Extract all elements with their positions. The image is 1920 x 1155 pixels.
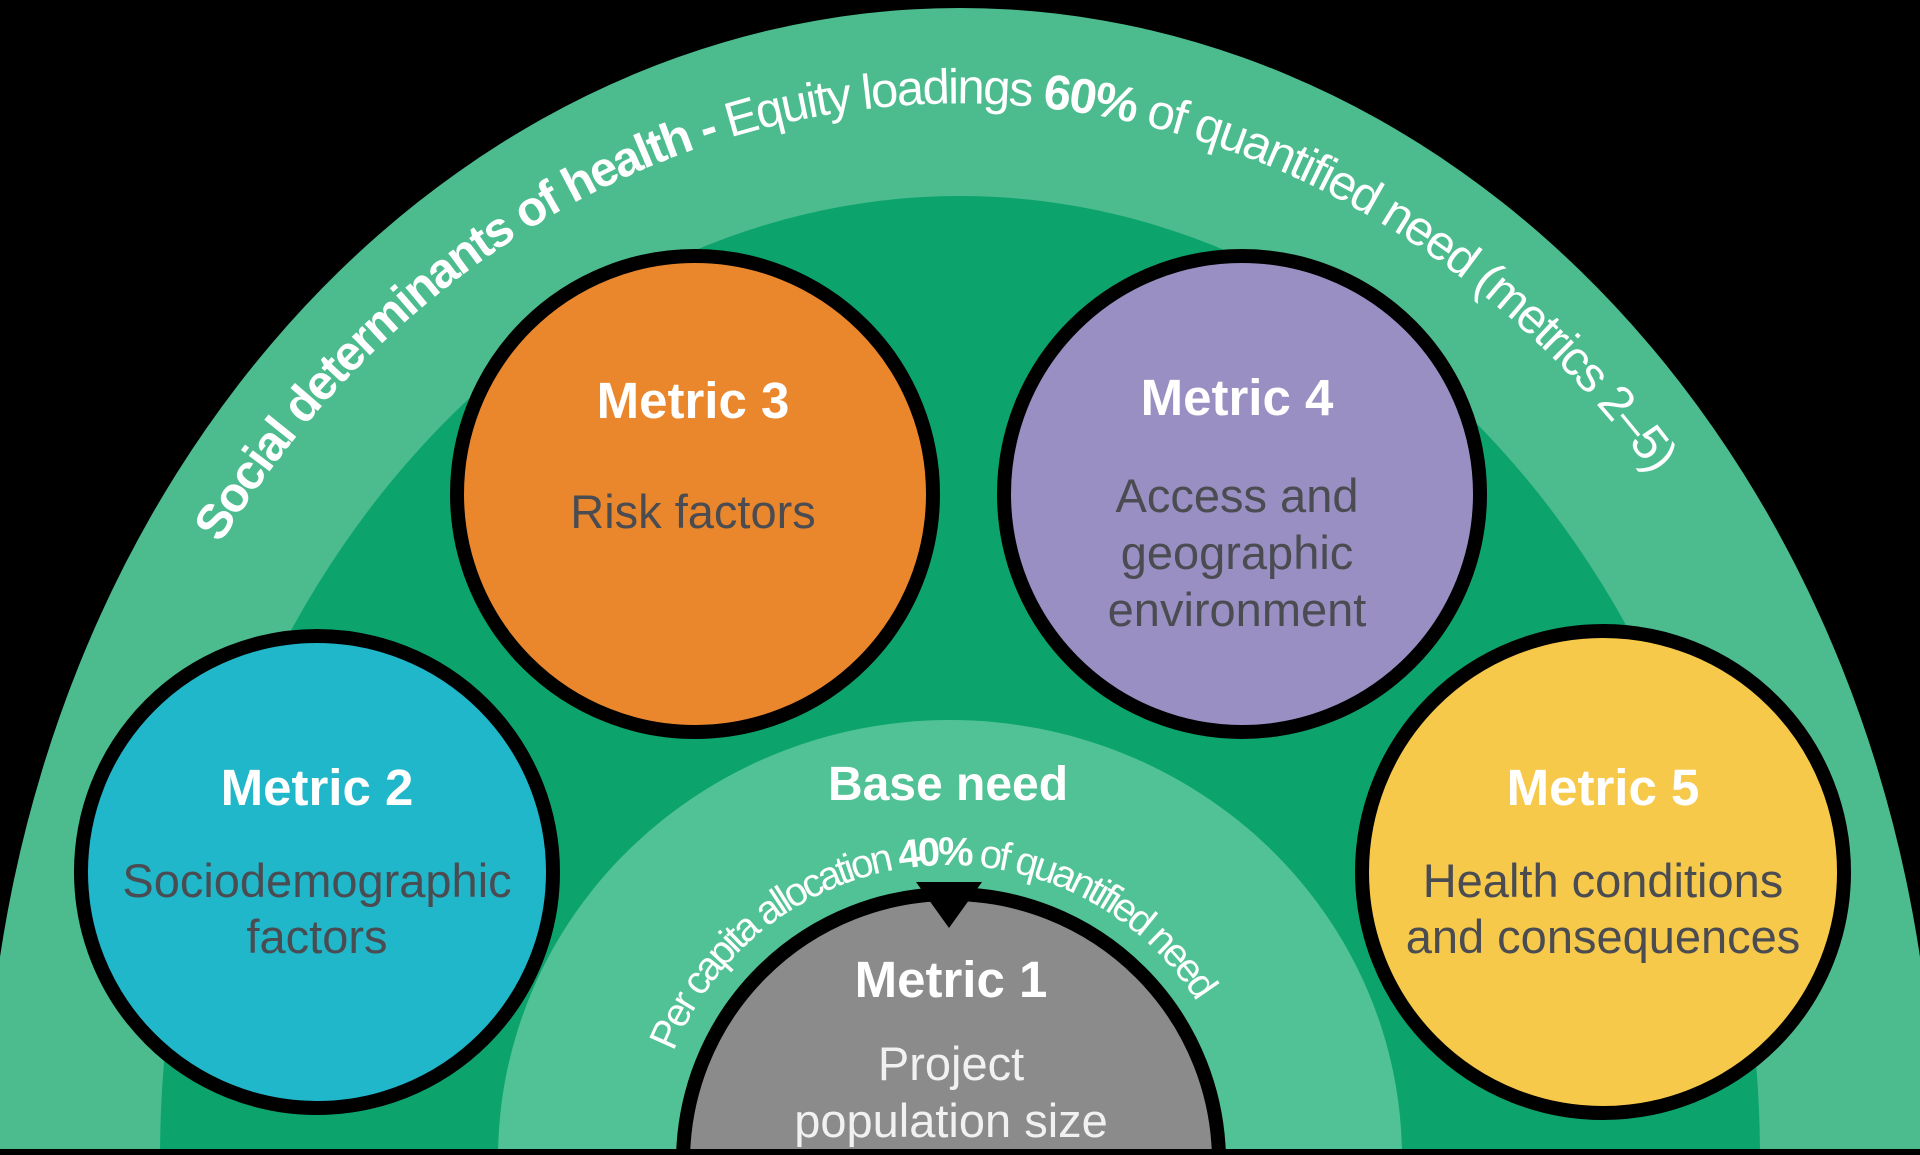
- metric-4-subtitle: Access and: [1116, 469, 1359, 522]
- metric-5-subtitle: Health conditions: [1423, 854, 1784, 907]
- metric-1-title: Metric 1: [855, 951, 1048, 1008]
- bottom-crop-strip: [0, 1149, 1920, 1155]
- metric-2-circle: [74, 629, 560, 1115]
- metric-4-circle: [997, 249, 1487, 739]
- metric-4-title: Metric 4: [1141, 369, 1334, 426]
- metric-3-title: Metric 3: [597, 372, 790, 429]
- metric-1-notch: [916, 882, 982, 928]
- metric-1-subtitle: Project: [878, 1037, 1024, 1090]
- metric-5-circle: [1355, 624, 1851, 1120]
- metric-2-title: Metric 2: [221, 759, 414, 816]
- metric-5-group: Metric 5 Health conditions and consequen…: [1355, 624, 1851, 1120]
- metric-4-subtitle: environment: [1108, 583, 1367, 636]
- metric-3-subtitle: Risk factors: [570, 485, 816, 538]
- metric-4-group: Metric 4 Access and geographic environme…: [997, 249, 1487, 739]
- metric-5-title: Metric 5: [1507, 759, 1700, 816]
- metric-3-circle: [450, 249, 940, 739]
- metric-1-group: Metric 1 Project population size: [676, 882, 1226, 1155]
- metric-3-group: Metric 3 Risk factors: [450, 249, 940, 739]
- metric-2-subtitle: factors: [246, 910, 387, 963]
- metric-2-subtitle: Sociodemographic: [122, 854, 511, 907]
- metric-4-subtitle: geographic: [1121, 526, 1354, 579]
- metric-2-group: Metric 2 Sociodemographic factors: [74, 629, 560, 1115]
- base-need-title: Base need: [828, 758, 1068, 811]
- metric-5-subtitle: and consequences: [1406, 910, 1801, 963]
- metric-1-subtitle: population size: [794, 1094, 1108, 1147]
